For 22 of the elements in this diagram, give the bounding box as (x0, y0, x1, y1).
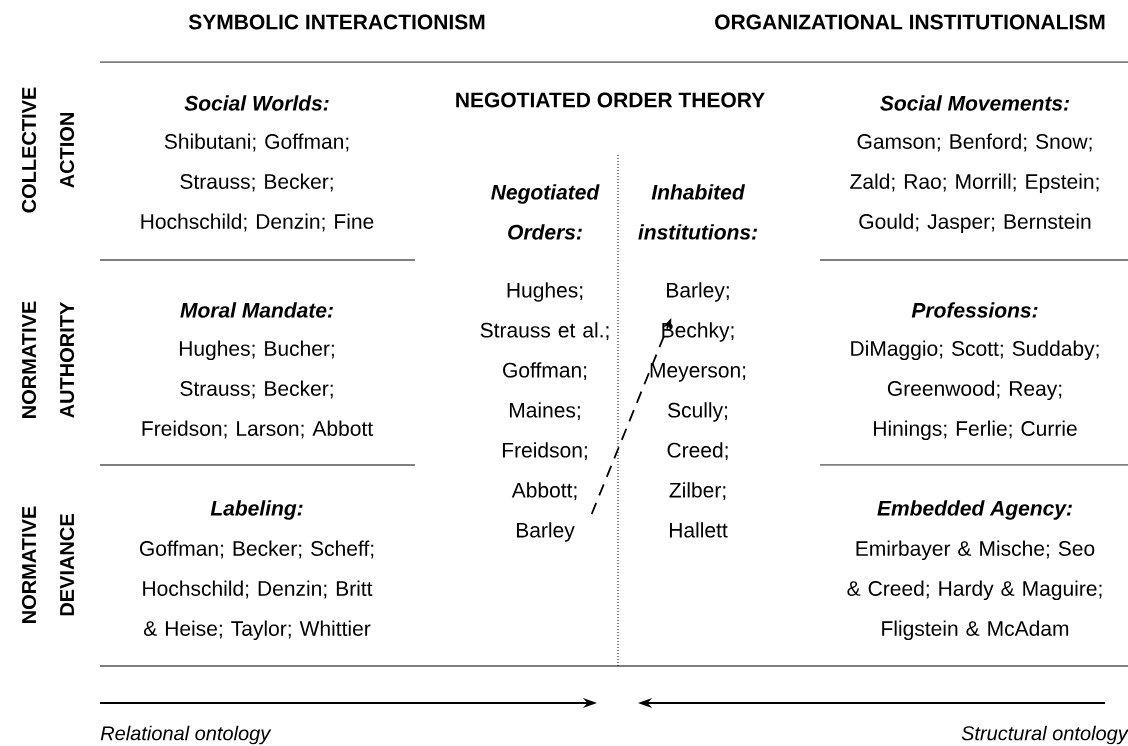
author-list-column: Negotiated Orders: Hughes; Strauss et al.; Goffman; Maines; Freidson; Abbott; Barley (480, 184, 609, 542)
author-list: DiMaggio; Scott; Suddaby; Greenwood; Reay; Hinings; Ferlie; Currie (851, 340, 1099, 441)
column-heading: SYMBOLIC INTERACTIONISM (188, 14, 485, 30)
cell-heading: Moral Mandate: (180, 302, 333, 318)
column-heading: ORGANIZATIONAL INSTITUTIONALISM (715, 14, 1105, 30)
cell-heading: Social Worlds: (184, 95, 329, 111)
cell-heading: Embedded Agency: (877, 500, 1072, 520)
cell-heading: Social Movements: (880, 95, 1069, 111)
cell-heading: Labeling: (210, 500, 303, 520)
author-list: Goffman; Becker; Scheff; Hochschild; Denzin; Britt & Heise; Taylor; Whittier (139, 540, 374, 641)
cell-heading: Professions: (911, 302, 1038, 318)
column-heading: NEGOTIATED ORDER THEORY (456, 92, 765, 108)
author-list: Emirbayer & Mische; Seo & Creed; Hardy & Maguire; Fligstein & McAdam (847, 540, 1102, 641)
row-heading: COLLECTIVE ACTION (21, 87, 75, 213)
author-list: Gamson; Benford; Snow; Zald; Rao; Morrill; Epstein; Gould; Jasper; Bernstein (850, 133, 1099, 234)
author-list: Shibutani; Goffman; Strauss; Becker; Hochschild; Denzin; Fine (141, 133, 374, 232)
row-heading: NORMATIVE AUTHORITY (21, 301, 75, 418)
axis-caption: Relational ontology (100, 725, 272, 745)
author-list: Hughes; Bucher; Strauss; Becker; Freidson; Larson; Abbott (142, 340, 373, 439)
row-heading: NORMATIVE DEVIANCE (21, 506, 75, 623)
axis-caption: Structural ontology (961, 725, 1128, 745)
author-list-column: Inhabited institutions: Barley; Bechky; Meyerson; Scully; Creed; Zilber; Hallett (638, 184, 758, 538)
